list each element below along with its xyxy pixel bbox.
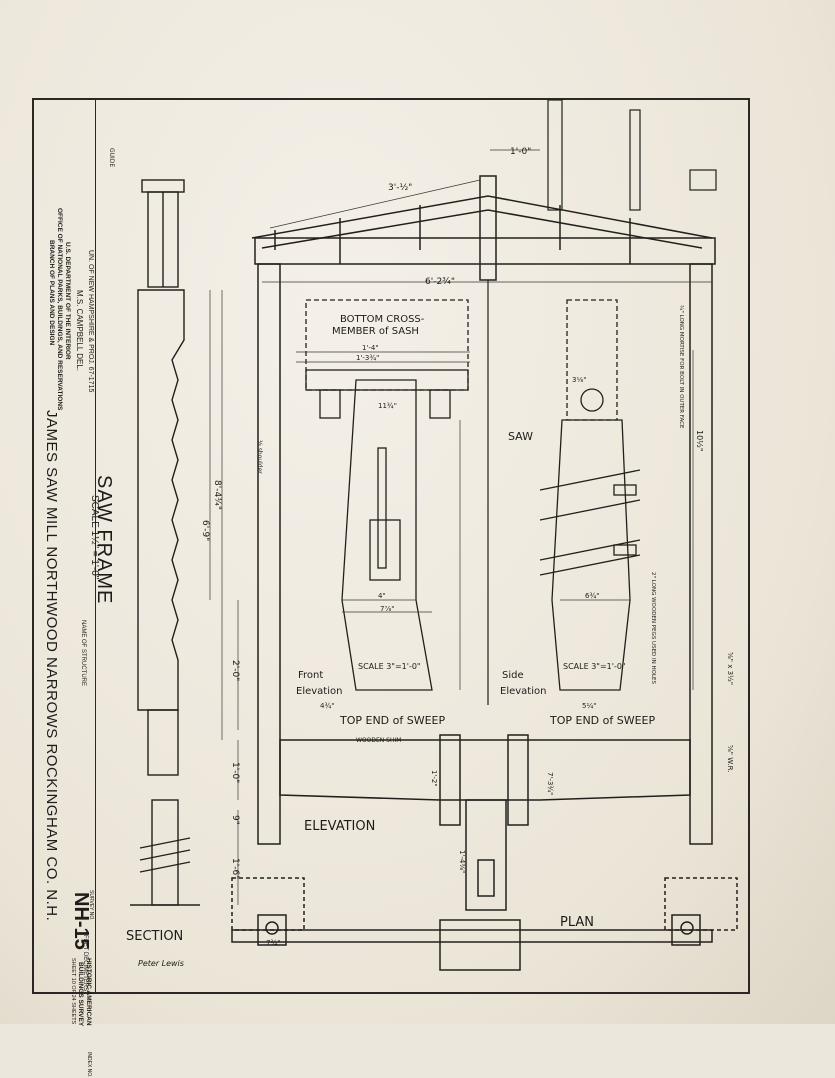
dim-1-6: 1'-6" [230, 858, 240, 879]
section-lower-block [147, 709, 179, 776]
plan-view-title: PLAN [560, 915, 594, 930]
plan-beam [231, 929, 713, 943]
index-number: INDEX NO. [86, 1052, 92, 1078]
front-detail [305, 299, 469, 691]
dim-1-4-3-8: 1'-4⅜" [458, 850, 466, 873]
sweep-right [507, 734, 529, 826]
dimension-lines [209, 149, 712, 905]
dim-5-8: ⅝" x 3½" [726, 652, 734, 685]
title-block: UN. OF NEW HAMPSHIRE & PROJ. 67-1715 M.S… [34, 100, 96, 1078]
top-details [547, 99, 717, 211]
section-view [130, 179, 200, 906]
dim-3-1-2: 3'-½" [388, 183, 412, 193]
dim-11-3-4: 11¾" [378, 402, 397, 410]
saw-label: SAW [508, 430, 533, 443]
dim-6-3-4: 6¾" [585, 592, 599, 600]
left-post [257, 263, 281, 845]
side-detail-scale: SCALE 3"=1'-0" [563, 662, 626, 671]
dim-2-0: 2'-0" [230, 660, 240, 681]
front-sweep-elevation [341, 379, 433, 691]
peg-note: 2" LONG WOODEN PEGS USED IN HOLES [650, 572, 656, 685]
dim-10-1-2: 10½" [695, 430, 704, 452]
section-top-block [141, 179, 185, 193]
dim-7-7-8: 7⅞" [380, 605, 394, 613]
sheet-border [32, 98, 750, 994]
plan-hub [439, 919, 521, 971]
top-beam [254, 237, 716, 265]
side-elevation-label-2: Elevation [500, 686, 546, 697]
sweep-left [439, 734, 461, 826]
front-detail-scale: SCALE 3"=1'-0" [358, 662, 421, 671]
saw-blade-section [137, 289, 185, 711]
dim-7-3-4: 7¾" [266, 939, 280, 947]
right-post [689, 263, 713, 845]
saw-frame-drawing: 3'-½" 1'-0" 6'-2¾" 1'-4" 1'-3¾" 11¾" 3⅛"… [108, 99, 738, 971]
front-elevation-label-1: Front [298, 670, 323, 681]
elevation-view-title: ELEVATION [304, 819, 375, 834]
shoulder-note: ⅛ shoulder [256, 440, 263, 474]
dim-1-3-3-4: 1'-3¾" [356, 354, 379, 362]
drawing-sheet [0, 0, 835, 1024]
bottom-cross-label-2: MEMBER of SASH [332, 326, 419, 337]
side-detail [539, 299, 641, 691]
top-end-sweep-right: TOP END of SWEEP [549, 714, 656, 727]
pitman [465, 799, 507, 911]
dim-7-3-4b: 7'-3¾" [546, 772, 554, 795]
dim-1-0-top: 1'-0" [510, 147, 531, 157]
dim-6-2-3-4: 6'-2¾" [425, 277, 455, 287]
dim-3-1-8: 3⅛" [572, 376, 586, 384]
side-sash [566, 299, 618, 421]
truss-top [251, 195, 713, 239]
bottom-cross-label-1: BOTTOM CROSS- [340, 314, 425, 325]
dim-1-2: 1'-2" [430, 770, 438, 787]
dim-5-1-4: 5¼" [582, 702, 596, 710]
signature: Peter Lewis [138, 959, 184, 968]
dim-1-4: 1'-4" [362, 344, 379, 352]
side-elevation-label-1: Side [502, 670, 524, 681]
dim-1-0b: 1'-0" [230, 762, 240, 783]
dim-9: 9" [230, 815, 240, 825]
guide-label: GUIDE [108, 148, 115, 167]
top-end-sweep-left: TOP END of SWEEP [339, 714, 446, 727]
dim-4-3-4: 4¾" [320, 702, 334, 710]
dim-8-4-3-4: 8'-4¾" [212, 480, 222, 510]
lower-beam [279, 739, 691, 801]
wooden-shim-label: WOODEN SHIM [356, 737, 401, 744]
section-view-title: SECTION [126, 929, 183, 944]
front-elevation-label-2: Elevation [296, 686, 342, 697]
mortise-note: ¾" LONG MORTISE FOR BOLT IN OUTER FACE [678, 305, 684, 429]
elevation-view [231, 175, 738, 971]
dim-wr: ⅝" W.R. [726, 745, 734, 772]
dim-6-9: 6'-9" [200, 520, 210, 541]
dim-4: 4" [378, 592, 386, 600]
side-sweep-elevation [551, 419, 631, 691]
